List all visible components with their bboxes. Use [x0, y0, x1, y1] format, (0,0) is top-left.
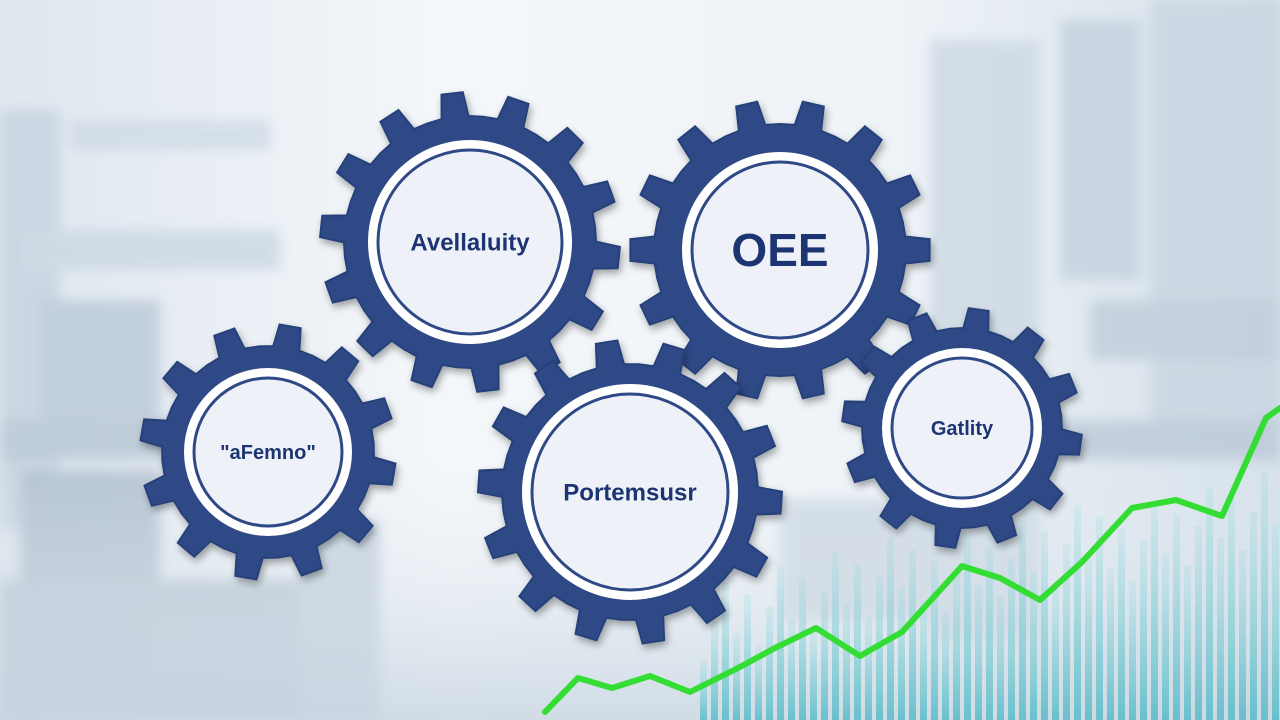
background-bar: [1107, 567, 1114, 720]
background-bar: [1173, 513, 1180, 720]
background-bar: [766, 606, 773, 720]
background-bar: [986, 546, 993, 720]
background-bar: [1228, 498, 1235, 720]
background-bar: [799, 579, 806, 720]
gear-label-quality: Gatlity: [931, 418, 994, 440]
background-bar: [1041, 531, 1048, 720]
gear-performance-left: "aFemno": [139, 323, 397, 581]
background-bar: [1184, 564, 1191, 720]
background-bar: [810, 630, 817, 720]
background-bar: [1206, 486, 1213, 720]
background-bar: [755, 645, 762, 720]
background-bar: [1008, 558, 1015, 720]
background-bar: [898, 588, 905, 720]
gear-oee: OEE: [629, 100, 931, 400]
background-bar: [1096, 516, 1103, 720]
background-bar: [854, 564, 861, 720]
background-bar: [953, 573, 960, 720]
background-bar: [942, 612, 949, 720]
background-bar: [920, 600, 927, 720]
gear-label-performance-left: "aFemno": [220, 442, 316, 464]
background-bar: [887, 537, 894, 720]
background-bar: [733, 633, 740, 720]
background-bar: [1019, 519, 1026, 720]
gear-availability: Avellaluity: [319, 91, 621, 393]
gear-cluster: Avellaluity OEE "aFemno" Portemsusr Gatlity: [139, 91, 1083, 645]
background-bar: [997, 597, 1004, 720]
background-bar: [1118, 528, 1125, 720]
gear-face: [192, 376, 344, 528]
gear-face: [530, 392, 730, 592]
background-bar: [1052, 582, 1059, 720]
background-bar: [700, 660, 707, 720]
background-bar: [909, 549, 916, 720]
gear-label-performance-center: Portemsusr: [563, 479, 696, 506]
background-bar: [975, 585, 982, 720]
background-bar: [711, 621, 718, 720]
background-bar: [788, 618, 795, 720]
gear-label-oee: OEE: [731, 224, 828, 276]
gear-performance-center: Portemsusr: [476, 339, 784, 645]
background-bar: [1151, 501, 1158, 720]
gear-face: [890, 356, 1034, 500]
background-bar: [1217, 537, 1224, 720]
background-bar: [931, 561, 938, 720]
background-bar: [964, 534, 971, 720]
background-bar: [1261, 472, 1268, 720]
background-bar: [1063, 543, 1070, 720]
background-bar: [744, 594, 751, 720]
gear-face: [690, 160, 870, 340]
background-bar: [1195, 525, 1202, 720]
background-bar: [821, 591, 828, 720]
background-bar: [843, 603, 850, 720]
background-bar: [1239, 549, 1246, 720]
background-bar: [1250, 511, 1257, 720]
background-bar: [865, 615, 872, 720]
gear-face: [376, 148, 564, 336]
background-bar: [722, 582, 729, 720]
gear-label-availability: Avellaluity: [410, 229, 530, 256]
background-bar: [1162, 552, 1169, 720]
background-bar: [1030, 570, 1037, 720]
background-bar: [832, 552, 839, 720]
gear-quality: Gatlity: [841, 307, 1083, 549]
background-bar: [1085, 555, 1092, 720]
background-bar: [1140, 540, 1147, 720]
background-bar: [1129, 579, 1136, 720]
background-bar: [1074, 504, 1081, 720]
upward-trend-line: [542, 405, 1280, 715]
background-bar: [1272, 523, 1279, 720]
